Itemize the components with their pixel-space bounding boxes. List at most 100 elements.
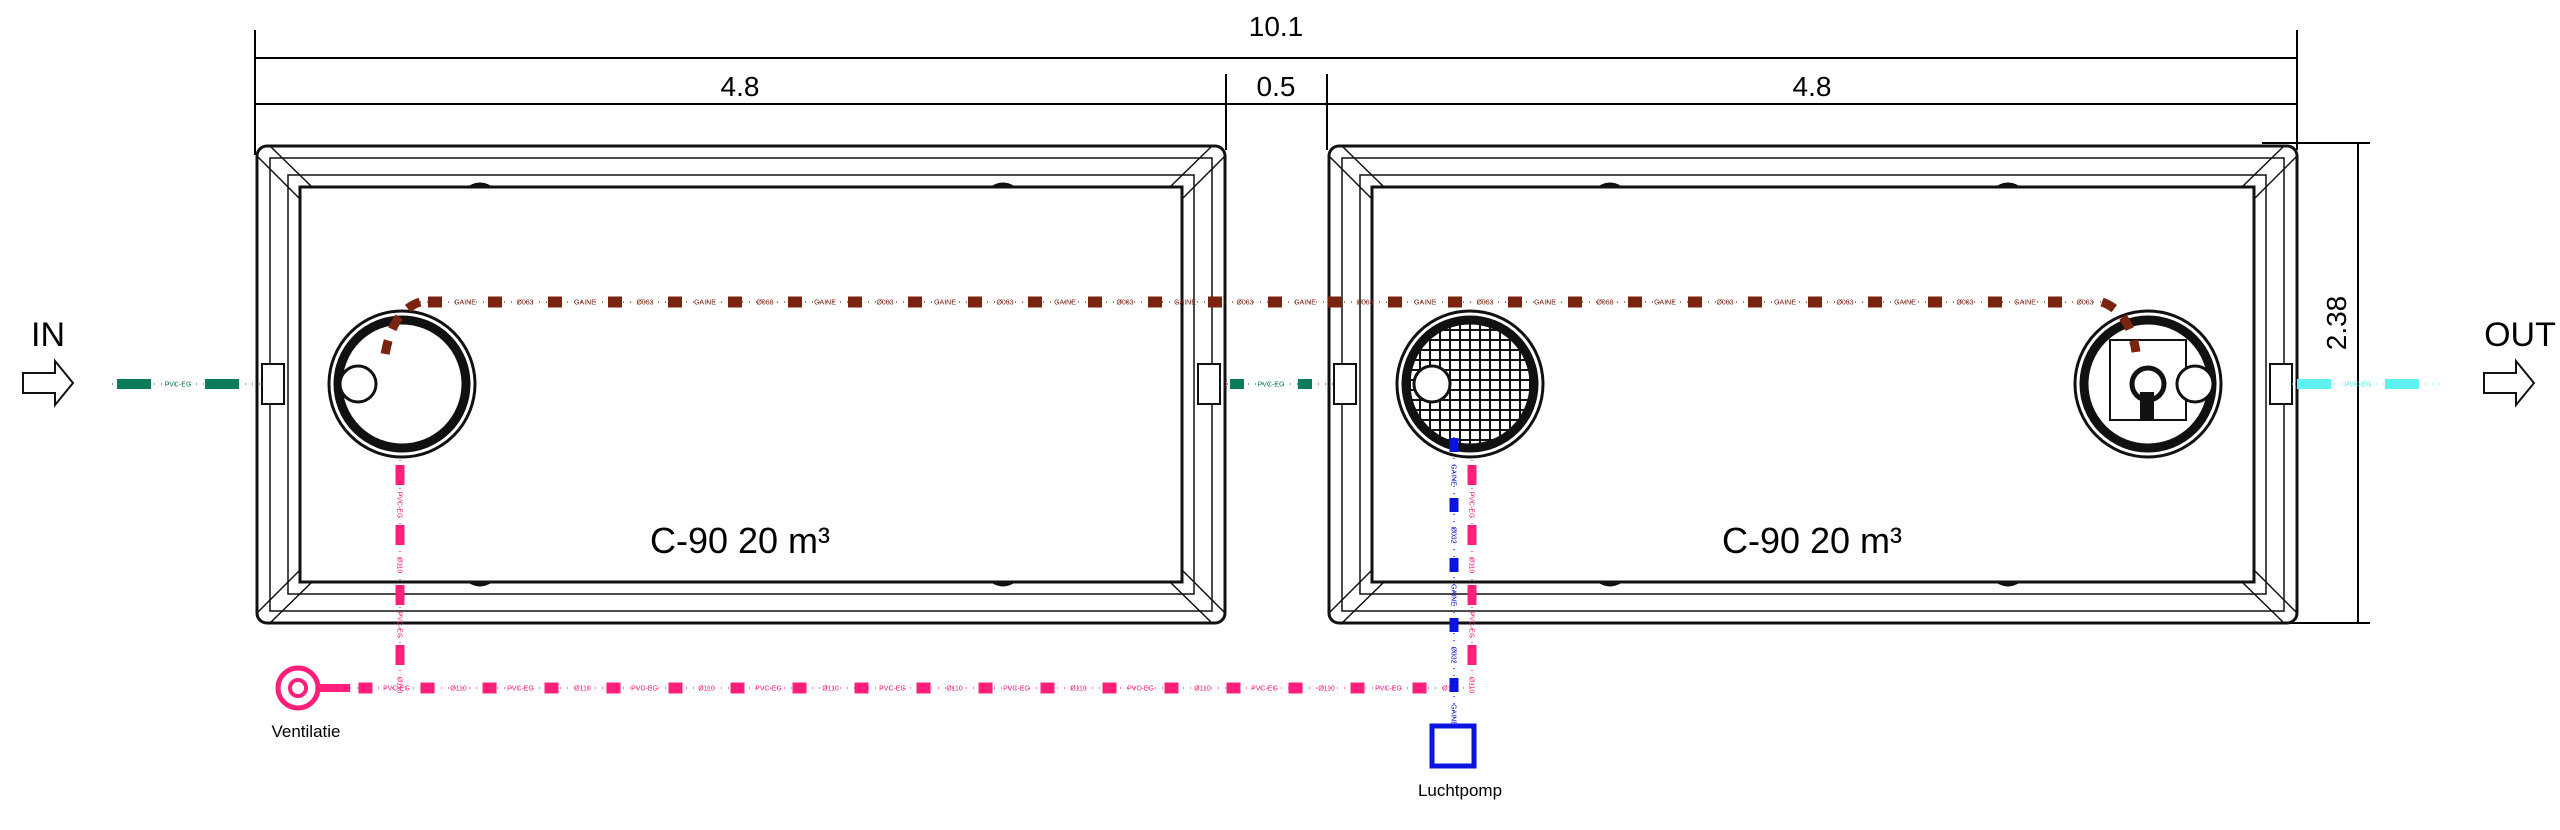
- ventilation-pipe-vertical-1-tag: PVC-EG: [396, 612, 403, 639]
- gaine-line-tag: Ø063: [876, 300, 893, 307]
- ventilation-pipe-vertical-2-segment: [1467, 525, 1477, 545]
- ventilation-pipe-horizontal-segment: [1412, 682, 1427, 694]
- gaine-line-tag: GAINE: [1894, 300, 1916, 307]
- ventilation-pipe-vertical-2-segment: [1467, 645, 1477, 665]
- gaine-line-segment: [1628, 296, 1642, 308]
- ventilation-pipe-vertical-2-segment: [1467, 585, 1477, 605]
- air-pump-label: Luchtpomp: [1418, 781, 1502, 800]
- gaine-line-segment: [1328, 296, 1342, 308]
- gaine-line-tag: Ø063: [1236, 300, 1253, 307]
- air-pipe-segment: [1449, 618, 1459, 632]
- ventilation-pipe-horizontal-tag: PVC-EG: [879, 686, 906, 693]
- gaine-line-tag: Ø063: [636, 300, 653, 307]
- ventilation-pipe-vertical-2-tag: Ø110: [1468, 557, 1475, 574]
- inlet-label: IN: [31, 316, 65, 354]
- air-pipe-tag: Ø032: [1450, 526, 1457, 543]
- tank-2-aeration-chamber: [1395, 309, 1545, 459]
- transfer-pipe-segment: [1230, 379, 1244, 389]
- gaine-line-segment: [428, 296, 442, 308]
- ventilation-pipe-horizontal-segment: [916, 682, 931, 694]
- ventilation-pipe-vertical-2-tag: PVC-EG: [1468, 492, 1475, 519]
- outlet-arrow-icon: [2483, 358, 2536, 408]
- ventilation-pipe-horizontal-segment: [792, 682, 807, 694]
- ventilation-icon: [275, 665, 350, 711]
- ventilation-pipe-horizontal-segment: [668, 682, 683, 694]
- transfer-pipe-segment: [1298, 379, 1312, 389]
- gaine-line-segment: [1208, 296, 1222, 308]
- ventilation-pipe-horizontal-tag: Ø110: [450, 686, 467, 693]
- ventilation-pipe-horizontal-segment: [1040, 682, 1055, 694]
- ventilation-pipe-horizontal-segment: [1350, 682, 1365, 694]
- ventilation-pipe-vertical-1-tag: PVC-EG: [396, 492, 403, 519]
- ventilation-pipe-vertical-2-segment: [1467, 465, 1477, 485]
- ventilation-pipe-horizontal-tag: PVC-EG: [631, 686, 658, 693]
- gaine-line-tag: Ø063: [1836, 300, 1853, 307]
- gaine-line-segment: [1568, 296, 1582, 308]
- gaine-line-segment: [848, 296, 862, 308]
- ventilation-pipe-vertical-1-segment: [395, 585, 405, 605]
- gaine-line-segment: [488, 296, 502, 308]
- gaine-line-tag: GAINE: [1054, 300, 1076, 307]
- air-pipe-tag: GAINE: [1450, 704, 1457, 726]
- inlet-pipe-tag: PVC-EG: [165, 382, 192, 389]
- ventilation-label: Ventilatie: [272, 722, 341, 741]
- gaine-line-tag: Ø063: [1716, 300, 1733, 307]
- gaine-line: GAINE Ø063 GAINE Ø063 GAINE Ø063 GAINE Ø063 GAIN…: [420, 296, 2102, 308]
- ventilation-pipe-horizontal-tag: PVC-EG: [1375, 686, 1402, 693]
- ventilation-pipe-horizontal-tag: Ø110: [574, 686, 591, 693]
- ventilation-pipe-vertical-2-tag: Ø110: [1468, 677, 1475, 694]
- outlet-label: OUT: [2484, 316, 2556, 354]
- tank-2: [1327, 144, 2299, 625]
- gaine-line-segment: [548, 296, 562, 308]
- ventilation-pipe-horizontal-segment: [1288, 682, 1303, 694]
- air-pipe-tag: GAINE: [1450, 464, 1457, 486]
- ventilation-pipe-horizontal-segment: [978, 682, 993, 694]
- inlet-pipe-segment: [205, 379, 239, 389]
- ventilation-pipe-horizontal-tag: Ø110: [1070, 686, 1087, 693]
- width-dimension: 2.38: [2321, 296, 2352, 351]
- gaine-line-segment: [1268, 296, 1282, 308]
- gaine-line-segment: [668, 296, 682, 308]
- tank-1-manhole: [327, 309, 477, 459]
- gaine-line-segment: [1748, 296, 1762, 308]
- inlet-arrow-icon: [22, 358, 75, 408]
- ventilation-pipe-horizontal-segment: [730, 682, 745, 694]
- ventilation-pipe-vertical-1-segment: [395, 525, 405, 545]
- ventilation-pipe-horizontal-tag: Ø110: [698, 686, 715, 693]
- gaine-line-segment: [968, 296, 982, 308]
- ventilation-pipe-horizontal-segment: [1226, 682, 1241, 694]
- ventilation-pipe-horizontal-tag: Ø110: [1318, 686, 1335, 693]
- gaine-line-segment: [1688, 296, 1702, 308]
- gaine-line-segment: [1028, 296, 1042, 308]
- gaine-line-segment: [728, 296, 742, 308]
- gaine-line-segment: [1088, 296, 1102, 308]
- ventilation-pipe-vertical-1-tag: Ø110: [396, 677, 403, 694]
- ventilation-pipe-vertical-1-tag: Ø110: [396, 557, 403, 574]
- gaine-line-segment: [2048, 296, 2062, 308]
- air-pipe-tag: GAINE: [1450, 584, 1457, 606]
- gaine-line-tag: Ø063: [516, 300, 533, 307]
- gaine-line-segment: [1868, 296, 1882, 308]
- ventilation-pipe-horizontal-segment: [1164, 682, 1179, 694]
- air-pipe-segment: [1449, 498, 1459, 512]
- gaine-line-tag: GAINE: [1414, 300, 1436, 307]
- inlet-pipe: PVC-EG: [112, 379, 262, 389]
- gaine-line-tag: GAINE: [1774, 300, 1796, 307]
- gaine-line-tag: Ø063: [1356, 300, 1373, 307]
- outlet-pipe-segment: [2385, 379, 2419, 389]
- gaine-line-tag: GAINE: [574, 300, 596, 307]
- gaine-line-segment: [608, 296, 622, 308]
- ventilation-pipe-horizontal-tag: PVC-EG: [1003, 686, 1030, 693]
- ventilation-pipe-horizontal-tag: PVC-EG: [383, 686, 410, 693]
- inlet-pipe-segment: [117, 379, 151, 389]
- gaine-line-segment: [1928, 296, 1942, 308]
- gaine-line-tag: Ø063: [996, 300, 1013, 307]
- ventilation-pipe-horizontal: PVC-EG Ø110 PVC-EG Ø110 PVC-EG Ø110 PVC-EG Ø110…: [350, 682, 1472, 694]
- gaine-line-segment: [1988, 296, 2002, 308]
- outlet-pipe-tag: PVC-EG: [2345, 382, 2372, 389]
- outlet-pipe: PVC-EG: [2292, 379, 2444, 389]
